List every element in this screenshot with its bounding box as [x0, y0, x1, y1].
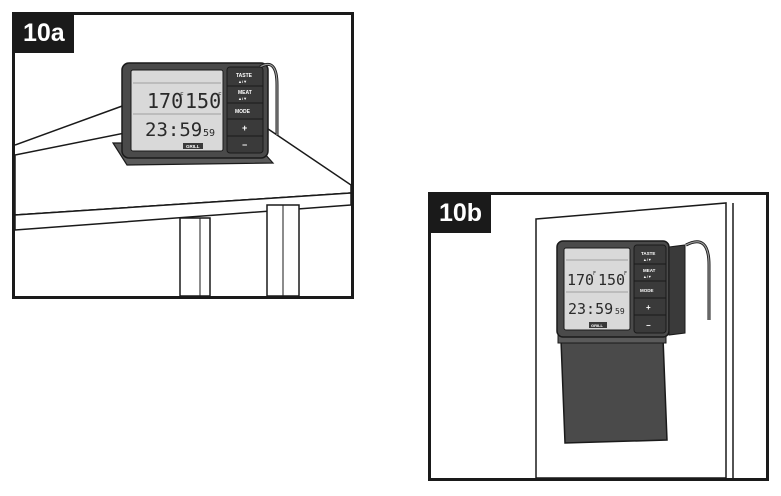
lcd-temp-left: 170 [567, 271, 594, 289]
button-taste[interactable]: TASTE [236, 73, 253, 79]
lcd-unit-right: F [218, 92, 222, 99]
figure-label-10b: 10b [431, 195, 492, 233]
lcd-unit-left: F [593, 271, 596, 277]
figure-10a: 170 F 150 F 23:59 59 GRILL TASTE ▲/▼ MEA… [12, 12, 354, 299]
lcd-time: 23:59 [145, 119, 202, 141]
brand-logo [183, 143, 203, 149]
lcd-seconds: 59 [203, 128, 215, 139]
figure-10b: 170 F 150 F 23:59 59 GRILL TASTE ▲/▼ MEA… [428, 192, 769, 481]
brand-logo [589, 322, 607, 328]
brand-logo-text: GRILL [186, 144, 200, 149]
lcd-unit-left: F [180, 92, 184, 99]
lcd-temp-right: 150 [185, 89, 221, 113]
device-stand [560, 337, 668, 444]
button-strip [633, 244, 667, 334]
button-taste[interactable]: TASTE [641, 251, 655, 256]
button-strip [226, 66, 264, 154]
button-minus[interactable]: − [242, 140, 247, 150]
brand-logo-text: GRILL [591, 323, 604, 328]
button-mode[interactable]: MODE [640, 288, 654, 293]
button-meat[interactable]: MEAT [643, 268, 656, 273]
thermometer-device: 170 F 150 F 23:59 59 GRILL TASTE ▲/▼ MEA… [556, 240, 711, 444]
button-taste-sub: ▲/▼ [238, 79, 247, 84]
lcd-screen [563, 247, 631, 331]
table-scene: 170 F 150 F 23:59 59 GRILL TASTE ▲/▼ MEA… [15, 62, 351, 296]
lcd-screen [130, 69, 224, 152]
button-mode[interactable]: MODE [235, 109, 251, 115]
thermometer-device: 170 F 150 F 23:59 59 GRILL TASTE ▲/▼ MEA… [121, 62, 279, 159]
wall-edge [15, 104, 126, 146]
table-front [15, 192, 351, 231]
table-leg-left [179, 217, 211, 296]
lcd-seconds: 59 [615, 307, 625, 316]
lcd-temp-left: 170 [147, 89, 183, 113]
door-scene: 170 F 150 F 23:59 59 GRILL TASTE ▲/▼ MEA… [535, 202, 734, 478]
button-plus[interactable]: + [646, 303, 651, 312]
button-meat-sub: ▲/▼ [238, 96, 247, 101]
lcd-temp-right: 150 [598, 271, 625, 289]
button-meat[interactable]: MEAT [238, 90, 252, 96]
button-taste-sub: ▲/▼ [643, 258, 652, 262]
figure-label-10a: 10a [15, 15, 74, 53]
lcd-time: 23:59 [568, 300, 613, 318]
button-plus[interactable]: + [242, 123, 247, 133]
button-meat-sub: ▲/▼ [643, 275, 652, 279]
lcd-unit-right: F [624, 271, 627, 277]
button-minus[interactable]: − [646, 321, 651, 330]
